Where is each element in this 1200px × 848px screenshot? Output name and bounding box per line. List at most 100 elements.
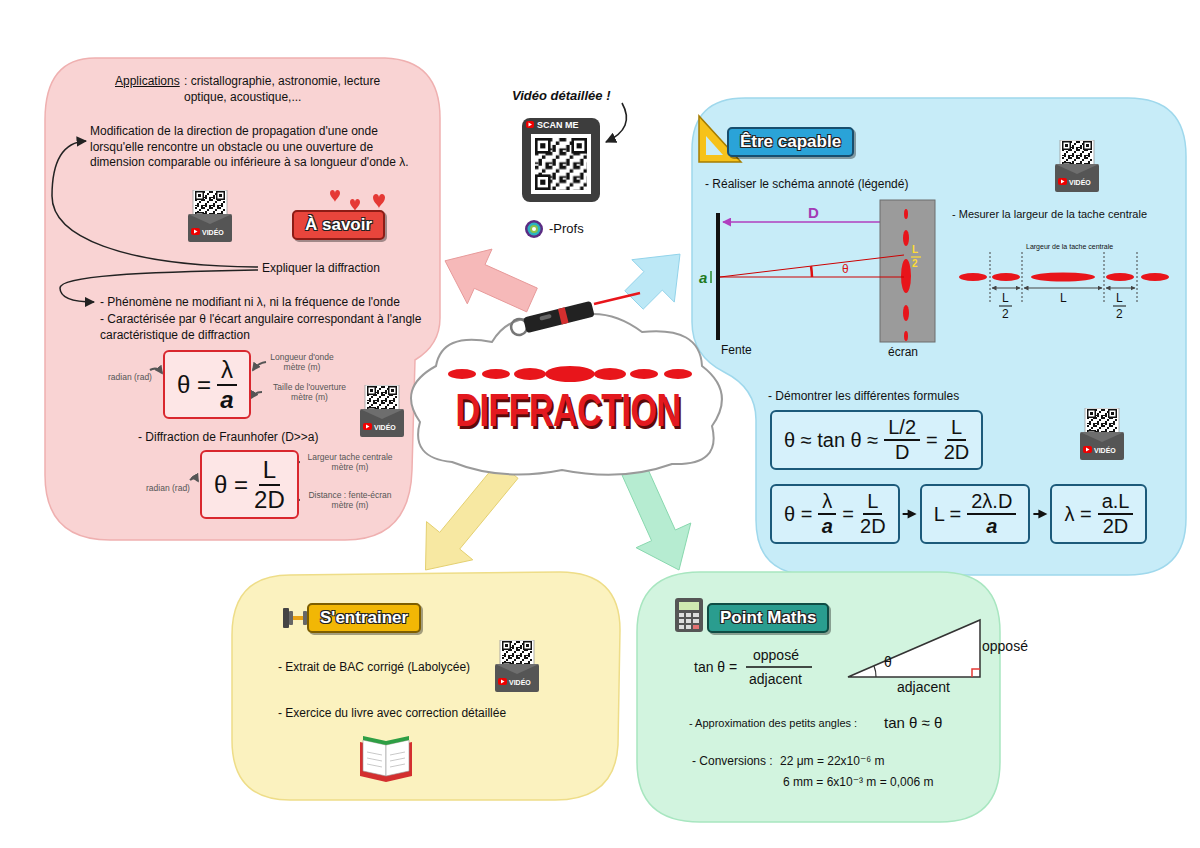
formula-box: θ = λa = L2D [770,484,900,544]
numerator: L [947,416,966,441]
label: Longueur d'onde mètre (m) [266,352,338,372]
label: D [808,204,819,222]
heading-badge: À savoir [292,210,385,240]
node-text: - Exercice du livre avec correction déta… [278,706,506,722]
denominator: 2D [254,486,285,514]
numerator: L [863,490,882,515]
node-text: - Réaliser le schéma annoté (légendé) [705,177,908,193]
denominator: a [822,515,833,538]
pointer-arrow [606,103,626,142]
badge-title: Être capable [740,132,841,151]
node-text: Applications [115,74,180,90]
label: 2 [1116,307,1123,321]
point-maths-panel: tan θ = opposé adjacent - Approximation des… [635,570,1002,824]
label: Fente [721,343,752,357]
fraction: L2D [254,456,285,513]
formula-term: θ = [784,503,812,526]
denominator: D [895,441,909,464]
label: L [1002,291,1009,305]
label: Distance : fente-écran mètre (m) [300,490,400,510]
eprofs-logo [525,220,543,238]
scan-me-qr: SCAN ME [522,118,600,202]
node-text: - Diffraction de Fraunhofer (D>>a) [138,430,319,446]
fraction: λa [818,490,836,538]
node-text: 22 μm = 22x10⁻⁶ m [780,754,885,770]
badge-title: Point Maths [720,608,816,627]
node-text: - Conversions : [692,754,773,770]
denominator: a [986,515,997,538]
label: opposé [982,638,1028,655]
node-text: - Approximation des petits angles : [689,716,857,730]
label: -Profs [549,221,584,237]
node-text: SCAN ME [537,120,579,132]
node-text: - Mesurer la largeur de la tache central… [952,207,1147,221]
fraction: a.L2D [1098,490,1134,538]
label: VIDÉO [1069,179,1091,187]
formula-term: θ = [177,371,211,399]
label: VIDÉO [374,424,396,432]
badge-title: S'entrainer [320,608,408,627]
label: a [699,269,707,287]
s-entrainer-panel: - Extrait de BAC corrigé (Labolycée)- Ex… [228,570,623,802]
formula-term: = [926,429,938,452]
label: θ [842,263,849,275]
numerator: L/2 [884,416,920,441]
node-text: adjacent [749,670,802,688]
label: Taille de l'ouverture mètre (m) [262,382,357,402]
denominator: 2D [860,515,886,538]
label: radian (rad) [108,372,152,382]
node-text: : cristallographie, astronomie, lecture … [184,74,389,105]
denominator: 2D [1103,515,1129,538]
label: θ [884,654,892,671]
label: L [1060,291,1067,305]
numerator: λ [217,356,237,386]
fraction: L2D [860,490,886,538]
fraction: L2D [944,416,970,464]
fraction: L/2D [884,416,920,464]
block-arrow [445,249,537,312]
node-text: - Démontrer les différentes formules [768,389,959,405]
label: Largeur tache centrale mètre (m) [300,452,400,472]
label: Largeur de la tache centrale [1026,243,1113,251]
label: 2 [912,258,918,269]
central-cloud: DIFFRACTION [418,300,718,470]
badge-title: À savoir [305,215,372,234]
numerator: λ [818,490,836,515]
heading-badge: Être capable [727,127,854,157]
numerator: a.L [1098,490,1134,515]
arrow-connector [1033,510,1047,519]
node-text: Modification de la direction de propagat… [90,124,430,171]
block-arrow [426,462,519,570]
formula-box: θ =L2D [200,450,299,519]
label: VIDÉO [1094,447,1116,455]
formula-term: L = [934,503,962,526]
block-arrow [622,465,691,570]
label: VIDÉO [509,679,531,687]
label: écran [888,345,918,359]
fraction: 2λ.Da [967,490,1016,538]
node-text: DIFFRACTION [418,380,718,440]
label: 2 [1002,307,1009,321]
label: Vidéo détaillée ! [512,88,611,104]
label: adjacent [897,679,950,696]
heading-badge: S'entrainer [307,603,421,633]
block-arrow [625,254,680,309]
fraction: λa [217,356,237,413]
arrow-connector [903,510,917,519]
label: L [912,244,918,255]
label: VIDÉO [202,229,224,237]
formula-term: λ = [1064,503,1091,526]
numerator: L [259,456,280,486]
denominator: 2D [944,441,970,464]
etre-capable-panel: - Réaliser le schéma annoté (légendé) - M… [680,95,1188,577]
formula-term: θ ≈ tan θ ≈ [784,429,878,452]
formula-term: θ = [214,471,248,499]
formula-box: L =2λ.Da [920,484,1031,544]
node-text: opposé [753,646,799,664]
node-text: - Caractérisée par θ l'écart angulaire c… [100,312,435,343]
formula-term: = [842,503,854,526]
numerator: 2λ.D [967,490,1016,515]
node-text: tan θ = [694,658,737,676]
label: L [1116,291,1123,305]
